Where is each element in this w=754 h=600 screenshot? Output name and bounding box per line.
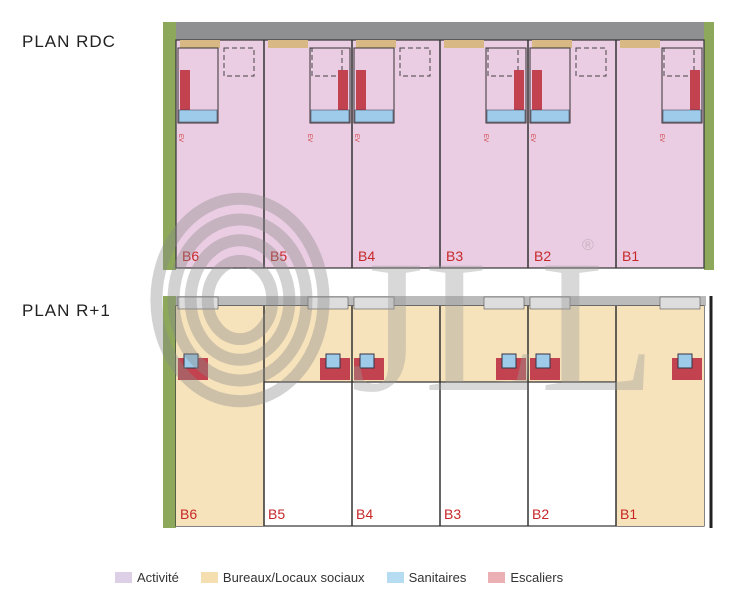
- loading-zone: [487, 47, 519, 77]
- sanitary-block: [354, 109, 394, 123]
- office-core: [661, 47, 703, 124]
- bay-label: B2: [532, 506, 549, 522]
- sanitary-block: [530, 109, 570, 123]
- bay-label: B4: [358, 248, 375, 264]
- entrance-canopy: [356, 40, 396, 48]
- staircase: [690, 70, 700, 110]
- balcony-railing: [483, 296, 525, 310]
- office-core: [353, 47, 395, 124]
- loading-zone: [399, 47, 431, 77]
- elevator-label: EV: [306, 134, 312, 142]
- loading-zone: [311, 47, 343, 77]
- grass-strip: [704, 22, 714, 270]
- loading-zone: [663, 47, 695, 77]
- plan-rdc-title: PLAN RDC: [22, 32, 116, 51]
- bay-label: B2: [534, 248, 551, 264]
- sanitary-block: [501, 353, 517, 369]
- balcony-railing: [353, 296, 395, 310]
- watermark-ring: [184, 234, 296, 366]
- entrance-canopy: [532, 40, 572, 48]
- plan-r1-title: PLAN R+1: [22, 301, 111, 320]
- plan-rdc: EV B6 EV B5 EV B4 EV B3 EV B2 EV B1: [163, 22, 714, 270]
- access-road: [176, 22, 704, 40]
- sanitary-block: [662, 109, 702, 123]
- balcony-railing: [307, 296, 349, 310]
- balcony-railing: [659, 296, 701, 310]
- bay-label: B5: [270, 248, 287, 264]
- office-core: [485, 47, 527, 124]
- loading-zone: [575, 47, 607, 77]
- watermark-registered: ®: [582, 237, 594, 254]
- staircase: [356, 70, 366, 110]
- sanitary-block: [178, 109, 218, 123]
- legend-label: Sanitaires: [408, 570, 467, 585]
- sanitary-block: [310, 109, 350, 123]
- sanitary-block: [183, 353, 199, 369]
- staircase: [514, 70, 524, 110]
- staircase: [532, 70, 542, 110]
- legend-item-activite: Activité: [115, 570, 179, 585]
- elevator-label: EV: [658, 134, 664, 142]
- watermark-ring: [167, 213, 313, 387]
- bay-label: B3: [444, 506, 461, 522]
- loading-zone: [223, 47, 255, 77]
- staircase: [338, 70, 348, 110]
- office-core: [177, 47, 219, 124]
- legend-swatch: [386, 572, 404, 583]
- legend-label: Bureaux/Locaux sociaux: [222, 570, 365, 585]
- office-core: [529, 47, 571, 124]
- entrance-canopy: [620, 40, 660, 48]
- watermark-ring: [201, 254, 279, 346]
- sanitary-block: [535, 353, 551, 369]
- elevator-label: EV: [353, 134, 359, 142]
- legend-item-escaliers: Escaliers: [488, 570, 563, 585]
- watermark-ring: [150, 192, 330, 408]
- office-b1: [616, 382, 704, 526]
- staircase: [180, 70, 190, 110]
- legend-item-bureaux: Bureaux/Locaux sociaux: [200, 570, 365, 585]
- plan-r1: B6 B5 B4 B3 B2 B1: [163, 296, 713, 528]
- grass-strip: [163, 296, 176, 528]
- grass-strip: [163, 22, 176, 270]
- balcony-railing: [529, 296, 571, 310]
- bay-label: B6: [182, 248, 199, 264]
- jll-watermark: JLL®: [150, 192, 656, 432]
- entrance-canopy: [444, 40, 484, 48]
- elevator-label: EV: [529, 134, 535, 142]
- legend-swatch: [488, 572, 506, 583]
- bay-label: B1: [620, 506, 637, 522]
- office-b6: [176, 382, 264, 526]
- entrance-canopy: [268, 40, 308, 48]
- bay-label: B1: [622, 248, 639, 264]
- bay-label: B6: [180, 506, 197, 522]
- legend-label: Activité: [137, 570, 179, 585]
- watermark-text: JLL: [350, 222, 656, 432]
- bay-label: B5: [268, 506, 285, 522]
- sanitary-block: [325, 353, 341, 369]
- legend: Activité Bureaux/Locaux sociaux Sanitair…: [115, 570, 585, 585]
- legend-item-sanitaires: Sanitaires: [386, 570, 467, 585]
- legend-label: Escaliers: [510, 570, 564, 585]
- legend-swatch: [200, 572, 218, 583]
- sanitary-block: [677, 353, 693, 369]
- sanitary-block: [359, 353, 375, 369]
- office-core: [309, 47, 351, 124]
- sanitary-block: [486, 109, 526, 123]
- entrance-canopy: [180, 40, 220, 48]
- bay-label: B4: [356, 506, 373, 522]
- balcony-railing: [177, 296, 219, 310]
- legend-swatch: [115, 572, 132, 583]
- roof-edge: [176, 296, 706, 306]
- elevator-label: EV: [482, 134, 488, 142]
- elevator-label: EV: [177, 134, 183, 142]
- bay-label: B3: [446, 248, 463, 264]
